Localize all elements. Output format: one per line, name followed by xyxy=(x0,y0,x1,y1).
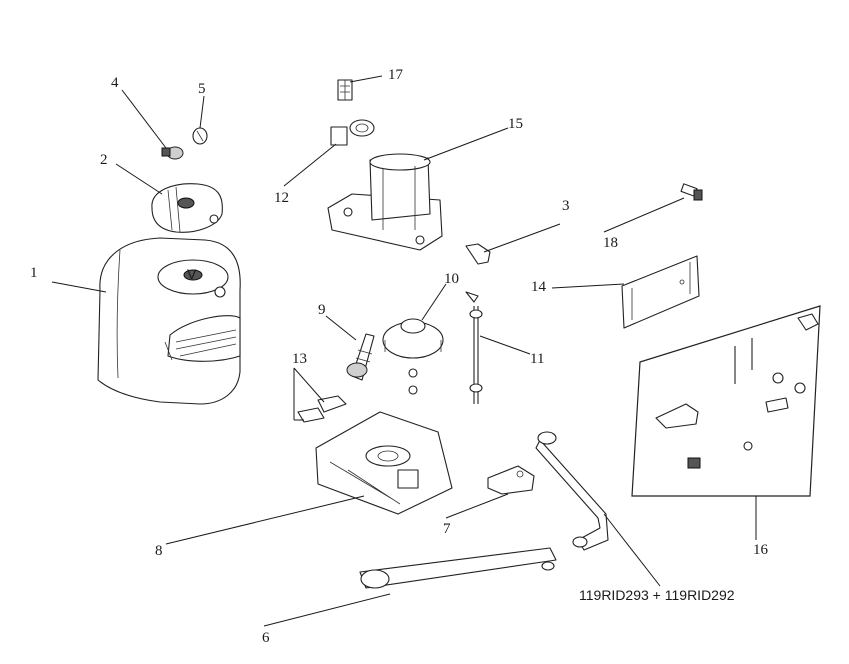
label-17: 17 xyxy=(388,67,404,83)
label-7: 7 xyxy=(443,521,451,537)
label-arm-codes: 119RID293 + 119RID292 xyxy=(579,587,735,603)
label-16: 16 xyxy=(753,542,769,558)
part-15-motor-frame xyxy=(327,153,443,251)
label-4: 4 xyxy=(111,75,119,91)
label-1: 1 xyxy=(30,265,38,281)
part-12-limit-switch xyxy=(330,119,375,146)
cover-logo: V xyxy=(187,266,197,282)
label-9: 9 xyxy=(318,302,326,318)
label-3: 3 xyxy=(562,198,570,214)
label-8: 8 xyxy=(155,543,163,559)
label-13: 13 xyxy=(292,351,307,367)
label-18: 18 xyxy=(603,235,618,251)
label-5: 5 xyxy=(198,81,206,97)
arm-bent xyxy=(535,431,609,551)
leader-lines xyxy=(51,75,757,627)
part-10-gear xyxy=(382,318,444,395)
part-16-accessory-kit xyxy=(631,305,821,497)
part-6-straight-arm xyxy=(359,547,557,589)
part-4-knob xyxy=(161,146,184,160)
label-11: 11 xyxy=(530,351,544,367)
label-14: 14 xyxy=(531,279,547,295)
part-9-worm-shaft xyxy=(346,333,375,381)
part-2-top-cap xyxy=(151,183,223,233)
part-3-wing-nut xyxy=(465,243,491,265)
label-6: 6 xyxy=(262,630,270,646)
part-17-connector xyxy=(337,79,353,101)
part-1-cover-housing: V xyxy=(97,237,241,405)
part-5-cap-plug xyxy=(192,127,208,145)
part-18-release-key xyxy=(680,183,703,201)
label-2: 2 xyxy=(100,152,108,168)
label-12: 12 xyxy=(274,190,289,206)
label-10: 10 xyxy=(444,271,459,287)
part-11-threaded-rod xyxy=(465,291,483,404)
part-13-spring-clips xyxy=(297,395,347,423)
callout-labels: 1 2 3 4 5 6 7 8 9 10 11 12 13 14 15 16 1… xyxy=(30,67,769,646)
part-8-base xyxy=(315,411,453,515)
part-7-stop-block xyxy=(487,465,535,495)
part-14-bracket xyxy=(621,255,700,329)
label-15: 15 xyxy=(508,116,523,132)
